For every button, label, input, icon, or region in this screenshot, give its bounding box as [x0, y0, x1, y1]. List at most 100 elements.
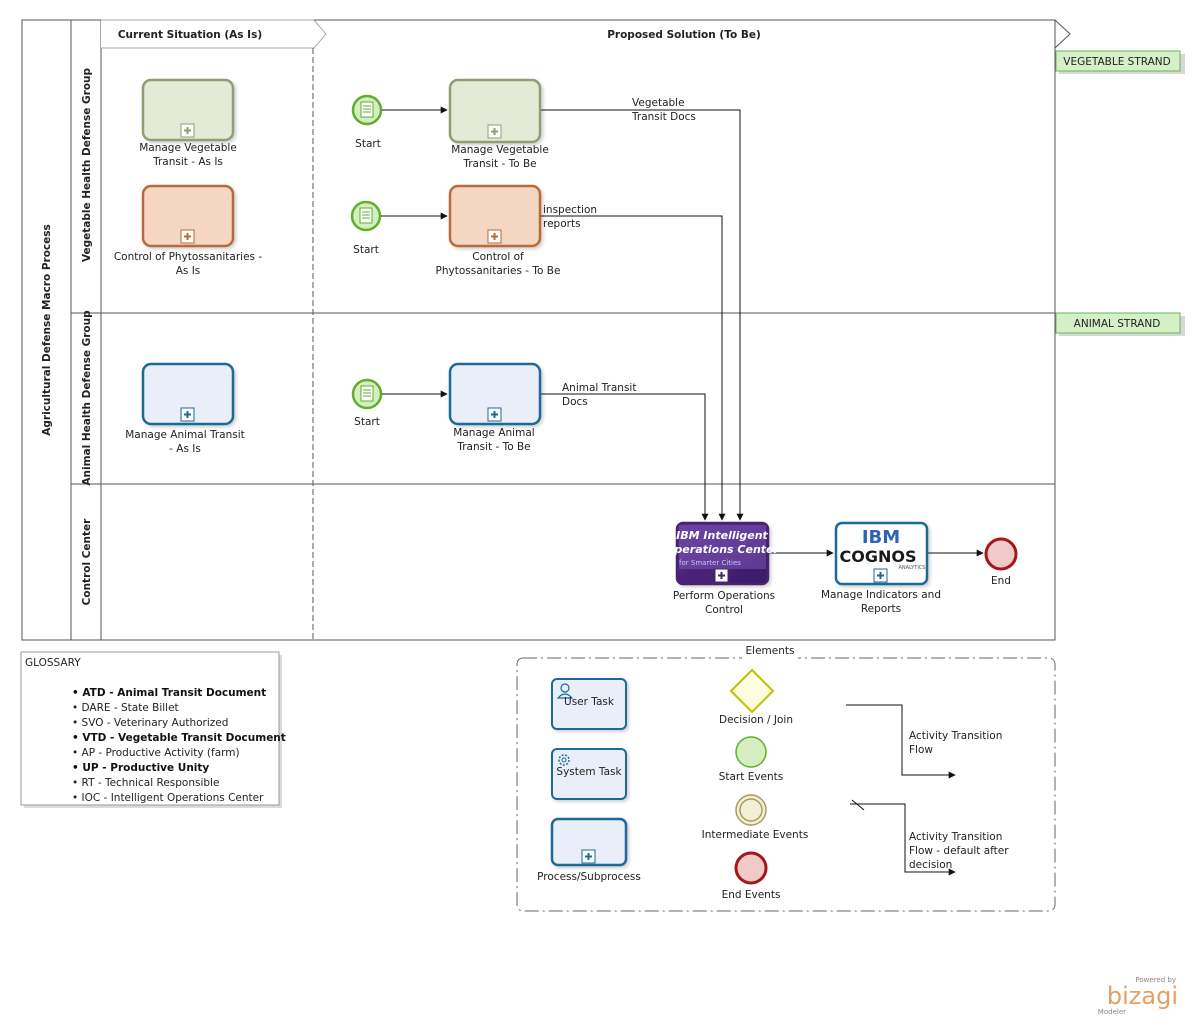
ioc-logo-line-3: for Smarter Cities [679, 559, 741, 567]
task-animal-as-is-label-2: - As Is [169, 443, 201, 455]
glossary-item: • AP - Productive Activity (farm) [72, 747, 240, 759]
brand-product: Modeler [1098, 1008, 1126, 1016]
cognos-logo: COGNOS [840, 547, 917, 566]
legend-default-flow-label-3: decision [909, 859, 952, 871]
start-event-animal-label: Start [354, 416, 380, 428]
task-veg-as-is-label-1: Manage Vegetable [139, 142, 237, 154]
start-event-animal[interactable]: Start [351, 378, 383, 428]
task-cognos-label-2: Reports [861, 603, 901, 615]
glossary-item: • SVO - Veterinary Authorized [72, 717, 228, 729]
task-veg-as-is-label-2: Transit - As Is [152, 156, 223, 168]
legend-default-flow [850, 799, 956, 876]
bizagi-brand: Powered by bizagi Modeler [1098, 976, 1178, 1016]
legend-intermediate-label: Intermediate Events [702, 829, 809, 841]
flow-veg-docs-label-1: Vegetable [632, 97, 685, 109]
legend-subprocess: Process/Subprocess [537, 817, 641, 883]
brand-powered: Powered by [1135, 976, 1176, 984]
legend-end-label: End Events [722, 889, 781, 901]
user-icon [560, 683, 570, 693]
legend-subprocess-label: Process/Subprocess [537, 871, 641, 883]
vegetable-strand-tag: VEGETABLE STRAND [1063, 56, 1170, 68]
legend-decision-label: Decision / Join [719, 714, 793, 726]
start-event-phyto-label: Start [353, 244, 379, 256]
glossary-item: • RT - Technical Responsible [72, 777, 219, 789]
flow-veg-docs-label-2: Transit Docs [631, 111, 696, 123]
legend-start-label: Start Events [719, 771, 784, 783]
legend-default-flow-label-2: Flow - default after [909, 845, 1009, 857]
lanes: Vegetable Health Defense Group Animal He… [71, 67, 1055, 605]
glossary-item: • UP - Productive Unity [72, 762, 209, 774]
task-ioc[interactable]: IBM Intelligent Operations Center for Sm… [665, 521, 779, 616]
legend-activity-flow-label-2: Flow [909, 744, 933, 756]
glossary-item: • ATD - Animal Transit Document [72, 687, 266, 699]
pool-label: Agricultural Defense Macro Process [41, 224, 53, 436]
flow-labels: Vegetable Transit Docs inspection report… [543, 97, 696, 408]
end-event[interactable]: End [984, 537, 1018, 587]
ibm-logo: IBM [862, 527, 900, 548]
phase-as-is: Current Situation (As Is) [118, 29, 262, 41]
start-event-phyto[interactable]: Start [350, 200, 382, 256]
task-phyto-to-be-label-2: Phytossanitaries - To Be [436, 265, 561, 277]
legend-user-task: User Task [551, 678, 627, 730]
brand-name: bizagi [1107, 982, 1178, 1010]
glossary-item: • VTD - Vegetable Transit Document [72, 732, 286, 744]
flow-veg-to-ioc [541, 109, 744, 521]
gear-icon [558, 754, 570, 766]
end-event-label: End [991, 575, 1011, 587]
ioc-logo-line-1: IBM Intelligent [676, 529, 768, 542]
flow-inspection-label-1: inspection [543, 204, 597, 216]
legend-default-flow-label-1: Activity Transition [909, 831, 1002, 843]
task-veg-to-be-label-2: Transit - To Be [462, 158, 536, 170]
legend-start-event: Start Events [719, 736, 784, 783]
glossary: GLOSSARY • ATD - Animal Transit Document… [20, 651, 286, 808]
legend-title: Elements [746, 645, 795, 657]
lane-control-label: Control Center [81, 518, 93, 606]
glossary-item: • IOC - Intelligent Operations Center [72, 792, 264, 804]
flow-animal-docs-label-1: Animal Transit [562, 382, 636, 394]
legend-decision: Decision / Join [719, 668, 793, 726]
task-ioc-label-1: Perform Operations [673, 590, 775, 602]
flow-inspection-label-2: reports [543, 218, 581, 230]
task-phyto-to-be[interactable]: Control of Phytossanitaries - To Be [436, 184, 561, 277]
cognos-analytics: ANALYTICS [899, 565, 926, 571]
task-cognos-label-1: Manage Indicators and [821, 589, 941, 601]
glossary-title: GLOSSARY [25, 657, 81, 669]
legend: Elements User Task System Task Process/S… [516, 645, 1056, 912]
task-ioc-label-2: Control [705, 604, 743, 616]
lane-animal-label: Animal Health Defense Group [81, 310, 93, 486]
ioc-logo-line-2: Operations Center [665, 543, 779, 556]
legend-intermediate-event: Intermediate Events [702, 794, 809, 841]
task-veg-to-be-label-1: Manage Vegetable [451, 144, 549, 156]
task-animal-as-is[interactable]: Manage Animal Transit - As Is [125, 362, 245, 455]
legend-system-task: System Task [551, 748, 627, 800]
start-event-veg-label: Start [355, 138, 381, 150]
task-veg-to-be[interactable]: Manage Vegetable Transit - To Be [448, 78, 549, 170]
flow-animal-docs-label-2: Docs [562, 396, 588, 408]
legend-system-task-label: System Task [556, 766, 622, 778]
task-phyto-as-is-label-1: Control of Phytossanitaries - [114, 251, 262, 263]
start-event-veg[interactable]: Start [351, 94, 383, 150]
flow-animal-to-ioc [541, 393, 709, 521]
animal-strand-tag: ANIMAL STRAND [1074, 318, 1161, 330]
glossary-item: • DARE - State Billet [72, 702, 179, 714]
task-phyto-as-is[interactable]: Control of Phytossanitaries - As Is [114, 184, 262, 277]
connectors [381, 106, 984, 557]
legend-end-event: End Events [722, 851, 781, 901]
flow-phyto-to-ioc [541, 215, 726, 521]
legend-activity-flow-label-1: Activity Transition [909, 730, 1002, 742]
phase-to-be: Proposed Solution (To Be) [607, 29, 761, 41]
legend-user-task-label: User Task [564, 696, 615, 708]
task-animal-to-be-label-2: Transit - To Be [456, 441, 530, 453]
task-animal-as-is-label-1: Manage Animal Transit [125, 429, 245, 441]
task-cognos[interactable]: IBM COGNOS ANALYTICS Manage Indicators a… [821, 521, 941, 615]
phase-headers: Current Situation (As Is) Proposed Solut… [101, 19, 1071, 640]
task-animal-to-be[interactable]: Manage Animal Transit - To Be [448, 362, 542, 453]
lane-vegetable-label: Vegetable Health Defense Group [81, 67, 93, 262]
task-animal-to-be-label-1: Manage Animal [453, 427, 534, 439]
task-veg-as-is[interactable]: Manage Vegetable Transit - As Is [139, 78, 237, 168]
strand-tags: VEGETABLE STRAND ANIMAL STRAND [1055, 50, 1185, 336]
task-phyto-to-be-label-1: Control of [472, 251, 524, 263]
task-phyto-as-is-label-2: As Is [176, 265, 201, 277]
legend-activity-flow [846, 704, 956, 779]
